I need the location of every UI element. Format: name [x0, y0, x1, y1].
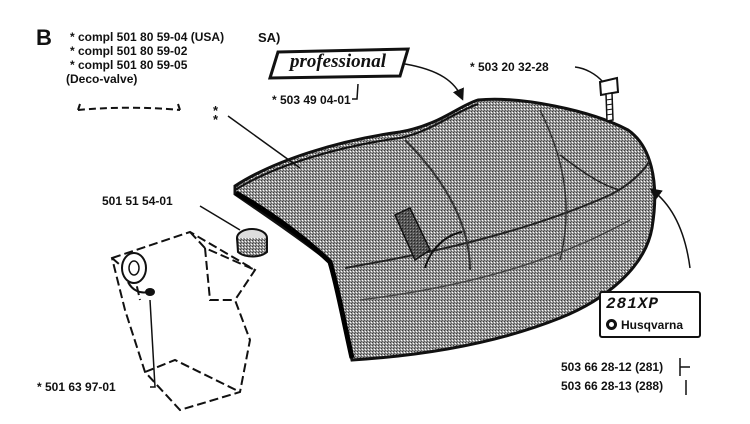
deco-valve-bracket — [77, 106, 181, 111]
asterisk-marker-top: * — [213, 103, 219, 118]
leader-line-cover — [227, 115, 301, 169]
screw — [598, 76, 620, 122]
leader-line-decal-bracket — [679, 358, 690, 395]
deco-valve-note: (Deco-valve) — [66, 72, 138, 86]
part-number-compl-3: * compl 501 80 59-05 — [70, 58, 188, 72]
leader-line-screw — [574, 66, 604, 83]
leader-line-professional — [404, 63, 464, 101]
part-number-compl-usa-overlay: SA) — [258, 30, 281, 45]
filter-holder-part — [121, 252, 155, 296]
part-number-model-decal-288: 503 66 28-13 (288) — [561, 379, 664, 393]
model-decal-badge: 281XP Husqvarna — [599, 291, 701, 338]
part-number-plug: 501 51 54-01 — [102, 194, 173, 208]
model-decal-text: 281XP — [606, 295, 660, 313]
asterisk-marker-bottom: * — [213, 112, 219, 127]
husqvarna-logo-icon — [606, 319, 617, 330]
professional-decal: professional — [289, 51, 387, 72]
part-number-filter-holder: * 501 63 97-01 — [37, 380, 116, 394]
leader-line-plug — [199, 205, 241, 231]
arrow-decal-to-cover — [649, 188, 691, 269]
part-number-compl-usa: * compl 501 80 59-04 (USA) — [70, 30, 225, 44]
part-number-screw: * 503 20 32-28 — [470, 60, 549, 74]
leader-line-professional-bracket — [352, 83, 359, 100]
leader-line-filter-holder — [149, 299, 156, 388]
part-number-model-decal-281: 503 66 28-12 (281) — [561, 360, 664, 374]
part-number-professional-decal: * 503 49 04-01 — [272, 93, 351, 107]
professional-decal-frame — [267, 47, 411, 80]
section-label: B — [36, 25, 52, 50]
part-number-compl-2: * compl 501 80 59-02 — [70, 44, 188, 58]
brand-decal-text: Husqvarna — [621, 318, 684, 332]
plug — [236, 228, 268, 258]
cylinder-cover — [233, 97, 657, 362]
